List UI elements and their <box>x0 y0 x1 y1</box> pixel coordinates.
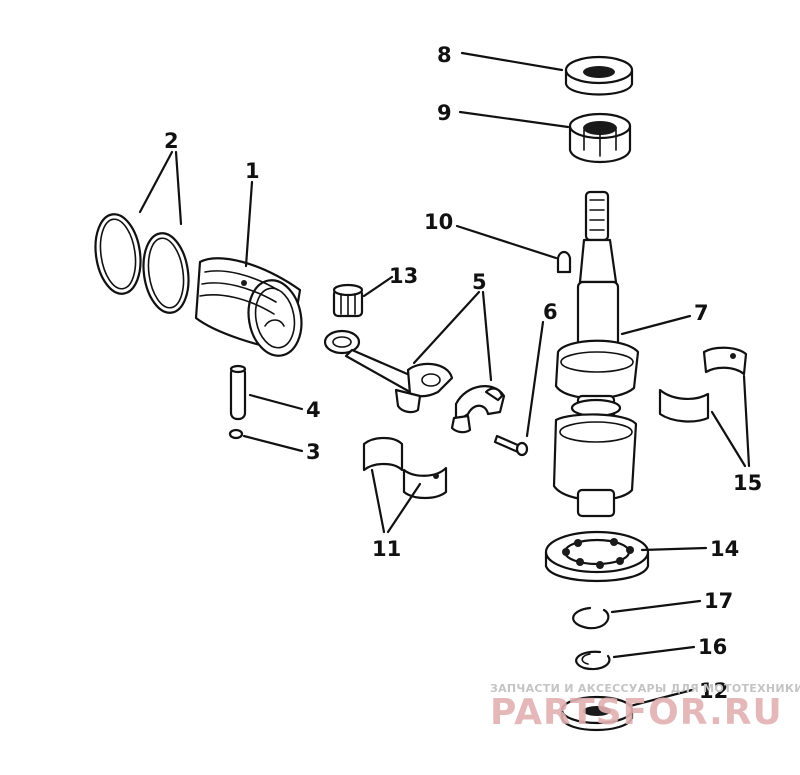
watermark: ЗАПЧАСТИ И АКСЕССУАРЫ ДЛЯ МОТОТЕХНИКИ PA… <box>490 682 800 733</box>
callout-6: 6 <box>543 300 558 324</box>
callout-12: 12 <box>699 679 728 703</box>
retaining-ring-17 <box>572 606 610 630</box>
watermark-brand: PARTSFOR.RU <box>490 692 783 733</box>
callout-9: 9 <box>437 101 452 125</box>
callout-17: 17 <box>704 589 733 613</box>
piston-rings <box>94 213 190 314</box>
callout-2: 2 <box>164 129 179 153</box>
callout-15: 15 <box>733 471 762 495</box>
watermark-tagline: ЗАПЧАСТИ И АКСЕССУАРЫ ДЛЯ МОТОТЕХНИКИ <box>490 682 800 695</box>
callout-16: 16 <box>698 635 727 659</box>
rod-screw <box>493 434 529 457</box>
callout-14: 14 <box>710 537 739 561</box>
crankshaft <box>552 190 640 518</box>
lower-ball-bearing <box>544 530 650 583</box>
callout-10: 10 <box>424 210 453 234</box>
woodruff-key <box>556 250 572 274</box>
callout-11: 11 <box>372 537 401 561</box>
callout-4: 4 <box>306 398 321 422</box>
leader-lines <box>138 51 751 708</box>
retaining-ring-16 <box>575 650 611 671</box>
callout-3: 3 <box>306 440 321 464</box>
center-bearing-halves <box>658 346 748 423</box>
piston <box>194 257 303 357</box>
pin-retainer <box>228 428 244 440</box>
callout-7: 7 <box>694 301 709 325</box>
lower-oil-seal <box>560 695 634 732</box>
piston-pin <box>229 364 247 421</box>
callout-5: 5 <box>472 270 487 294</box>
needle-bearing <box>332 283 364 318</box>
rod-cap <box>450 385 506 434</box>
callout-1: 1 <box>245 159 260 183</box>
callout-numbers: 8 9 2 1 10 13 5 6 7 4 3 15 11 14 17 16 1… <box>164 43 762 703</box>
callout-13: 13 <box>389 264 418 288</box>
upper-oil-seal <box>564 55 634 96</box>
connecting-rod <box>323 329 454 414</box>
callout-8: 8 <box>437 43 452 67</box>
upper-ball-bearing <box>568 112 632 164</box>
